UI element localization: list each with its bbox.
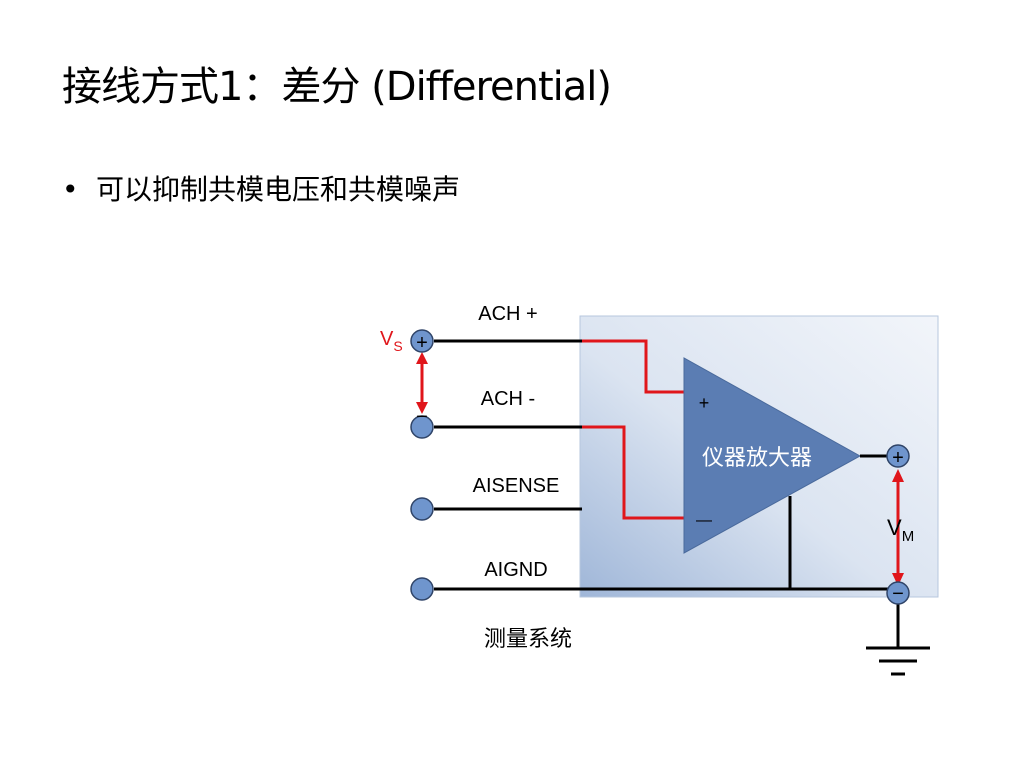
instrumentation-amplifier bbox=[683, 357, 862, 554]
output-minus-sign: − bbox=[892, 583, 904, 605]
vm-sub: M bbox=[902, 528, 915, 545]
source-minus-sign: − bbox=[416, 406, 428, 428]
vs-label: VS bbox=[380, 328, 403, 354]
page-title: 接线方式1：差分 (Differential) bbox=[62, 64, 612, 110]
vm-main: V bbox=[887, 515, 902, 540]
vm-arrowhead-down bbox=[892, 573, 904, 586]
vs-arrowhead-up bbox=[416, 352, 428, 364]
output-minus-terminal bbox=[886, 581, 910, 605]
vs-sub: S bbox=[393, 338, 402, 354]
source-plus-sign: + bbox=[416, 332, 428, 354]
aignd-terminal bbox=[410, 577, 434, 601]
vs-main: V bbox=[380, 328, 394, 350]
bullet-item: • 可以抑制共模电压和共模噪声 bbox=[62, 168, 460, 208]
source-plus-terminal bbox=[410, 329, 434, 353]
bullet-dot: • bbox=[62, 173, 79, 206]
vm-arrowhead-up bbox=[892, 469, 904, 482]
amp-minus-label: — bbox=[696, 512, 712, 529]
aignd-label: AIGND bbox=[484, 559, 547, 581]
bullet-text: 可以抑制共模电压和共模噪声 bbox=[96, 173, 461, 206]
measurement-system-label: 测量系统 bbox=[484, 626, 572, 651]
aisense-terminal bbox=[410, 497, 434, 521]
minus-input-signal-wire bbox=[582, 425, 684, 520]
amp-plus-label: + bbox=[699, 393, 710, 413]
source-minus-terminal bbox=[410, 415, 434, 439]
output-plus-terminal bbox=[886, 444, 910, 468]
vm-label: VM bbox=[887, 515, 914, 545]
aisense-label: AISENSE bbox=[473, 475, 560, 497]
amp-label: 仪器放大器 bbox=[702, 445, 812, 470]
plus-input-signal-wire bbox=[582, 339, 684, 394]
vs-arrowhead-down bbox=[416, 402, 428, 414]
ach-plus-label: ACH + bbox=[478, 303, 537, 325]
output-plus-sign: + bbox=[892, 447, 904, 469]
ach-minus-label: ACH - bbox=[481, 388, 535, 410]
